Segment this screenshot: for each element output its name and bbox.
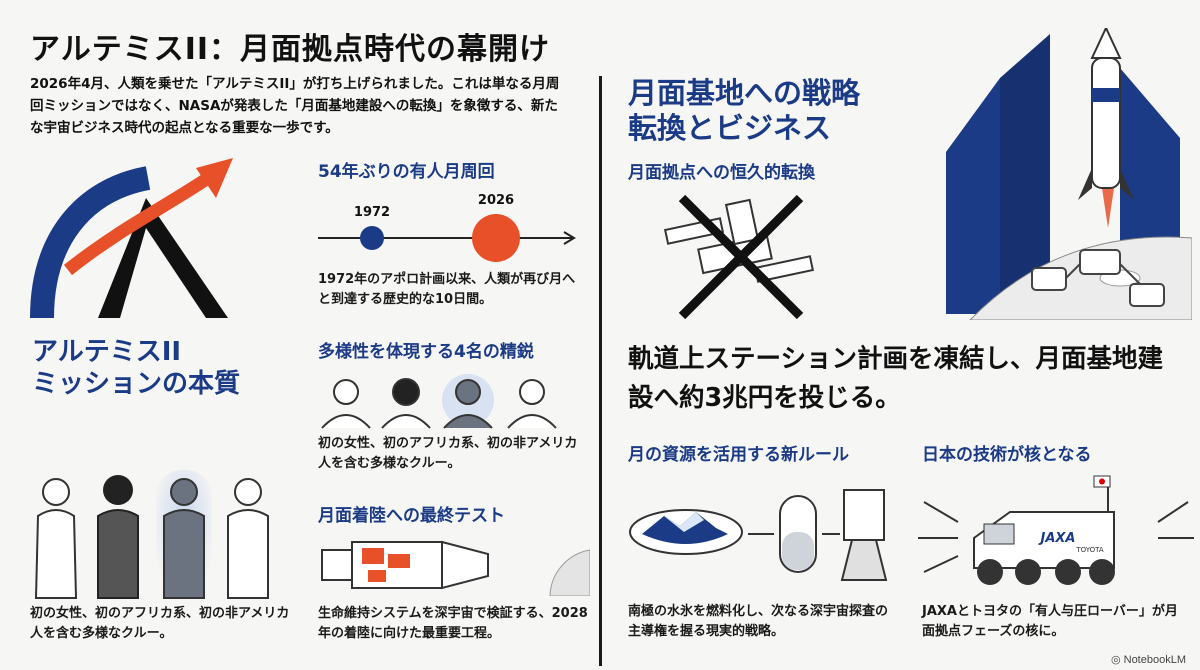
rover-jaxa-label: JAXA: [1038, 531, 1076, 546]
mission-essence-heading: アルテミスII ミッションの本質: [32, 337, 241, 399]
timeline-caption: 1972年のアポロ計画以来、人類が再び月へと到達する歴史的な10日間。: [318, 272, 576, 308]
timeline-dot-2026: [472, 214, 520, 262]
rover-toyota-label: TOYOTA: [1075, 546, 1104, 554]
pressurized-rover-illustration: JAXA TOYOTA: [918, 475, 1194, 585]
orion-capsule-illustration: [321, 540, 590, 596]
timeline-year-2026: 2026: [478, 193, 514, 208]
page-title: アルテミスII：月面拠点時代の幕開け: [30, 32, 551, 67]
crew-busts-illustration: [321, 374, 557, 429]
strategy-heading: 月面基地への戦略 転換とビジネス: [628, 76, 861, 146]
notebooklm-label: NotebookLM: [1123, 654, 1186, 666]
resources-heading: 月の資源を活用する新ルール: [628, 445, 849, 465]
crew-silhouettes-illustration: [34, 470, 269, 599]
permanent-shift-heading: 月面拠点への恒久的転換: [628, 163, 815, 183]
ice-to-fuel-illustration: [629, 489, 888, 581]
crew-caption: 初の女性、初のアフリカ系、初の非アメリカ人を含む多様なクルー。: [30, 606, 290, 642]
diversity-caption: 初の女性、初のアフリカ系、初の非アメリカ人を含む多様なクルー。: [318, 436, 578, 472]
notebooklm-icon: ◎: [1110, 654, 1121, 666]
column-divider: [599, 76, 602, 666]
timeline-dot-1972: [360, 226, 384, 250]
strategy-headline: 軌道上ステーション計画を凍結し、月面基地建設へ約3兆円を投じる。: [628, 344, 1163, 413]
diversity-heading: 多様性を体現する4名の精鋭: [318, 342, 534, 362]
rocket-moonbase-illustration: [946, 28, 1192, 320]
final-test-caption: 生命維持システムを深宇宙で検証する、2028年の着陸に向けた最重要工程。: [318, 606, 588, 642]
japan-tech-heading: 日本の技術が核となる: [922, 445, 1092, 465]
cancelled-station-illustration: [663, 194, 815, 320]
timeline-year-1972: 1972: [354, 205, 390, 220]
japan-tech-caption: JAXAとトヨタの「有人与圧ローバー」が月面拠点フェーズの核に。: [922, 604, 1178, 640]
notebooklm-brand: ◎ NotebookLM: [1111, 653, 1186, 666]
timeline-graphic: 1972 2026: [318, 193, 576, 262]
timeline-heading: 54年ぶりの有人月周回: [318, 162, 495, 182]
resources-caption: 南極の水氷を燃料化し、次なる深宇宙探査の主導権を握る現実的戦略。: [628, 604, 889, 640]
final-test-heading: 月面着陸への最終テスト: [318, 506, 505, 526]
artemis-logo-graphic: [30, 158, 233, 319]
lead-paragraph: 2026年4月、人類を乗せた「アルテミスII」が打ち上げられました。これは単なる…: [30, 76, 560, 136]
